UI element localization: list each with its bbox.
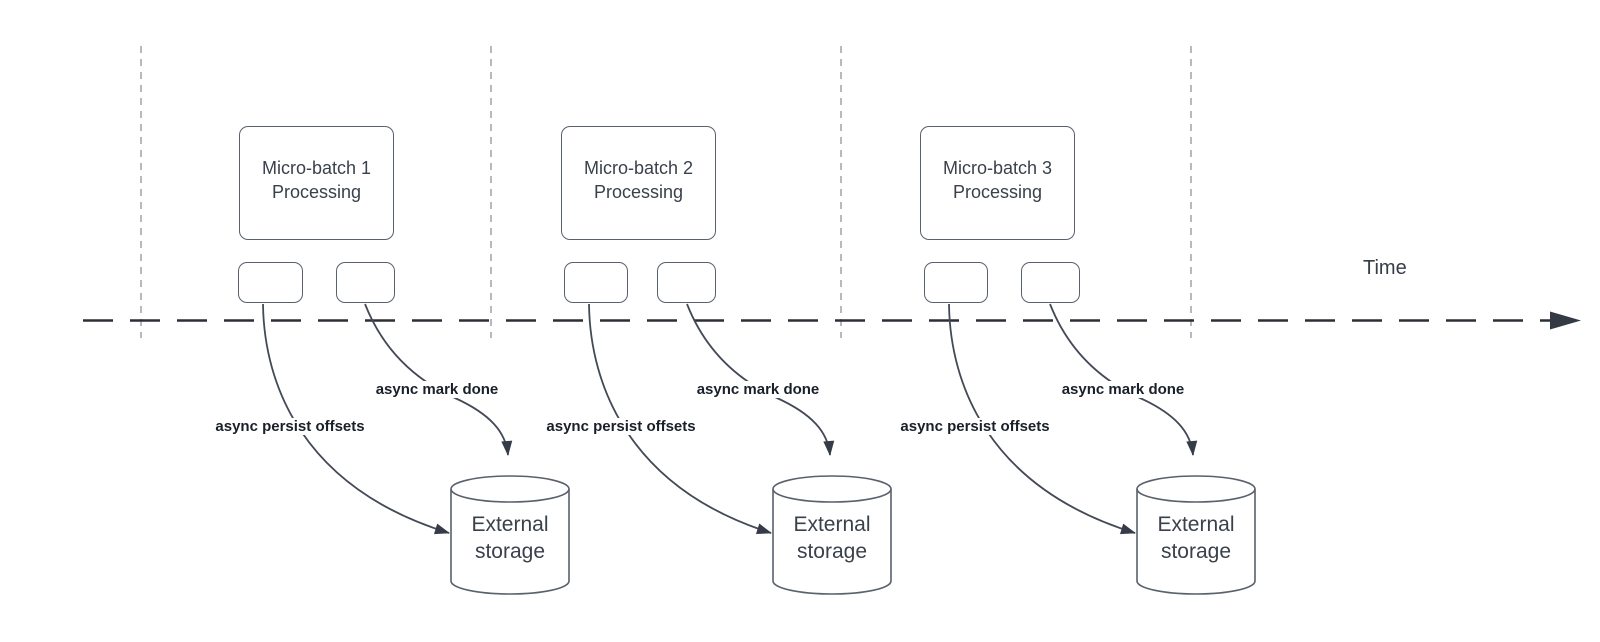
batch-box-label-line2: Processing [593, 182, 684, 202]
timeline-arrowhead-icon [1550, 311, 1581, 330]
storage-label-line1: External [793, 513, 871, 536]
storage-cylinder-top [1136, 488, 1256, 503]
storage-cylinder-2 [772, 475, 892, 595]
storage-label-line2: storage [796, 540, 868, 563]
mark-done-label-2: async mark done [693, 381, 823, 398]
storage-label-line1: External [471, 513, 549, 536]
batch-box-label-line2: Processing [271, 182, 362, 202]
mark-done-label-1: async mark done [372, 381, 502, 398]
mark-done-task-box-2 [657, 262, 716, 303]
storage-cylinder-body [450, 475, 570, 595]
storage-label-2: External storage [772, 511, 892, 565]
storage-cylinder-body [772, 475, 892, 595]
storage-cylinder-3 [1136, 475, 1256, 595]
storage-cylinder-body [1136, 475, 1256, 595]
mark-done-arrow-2 [686, 303, 835, 456]
persist-offsets-label-3: async persist offsets [897, 418, 1053, 435]
storage-label-3: External storage [1136, 511, 1256, 565]
mark-done-task-box-3 [1021, 262, 1080, 303]
micro-batch-box-1: Micro-batch 1 Processing [239, 126, 394, 240]
batch-box-label-line1: Micro-batch 2 [583, 158, 694, 178]
mark-done-label-3: async mark done [1058, 381, 1188, 398]
batch-box-label-line1: Micro-batch 1 [261, 158, 372, 178]
time-label: Time [1363, 257, 1407, 279]
persist-offsets-task-box-1 [238, 262, 303, 303]
storage-label-line2: storage [474, 540, 546, 563]
storage-label-1: External storage [450, 511, 570, 565]
storage-cylinder-top [772, 488, 892, 503]
micro-batch-box-3: Micro-batch 3 Processing [920, 126, 1075, 240]
batch-box-label-line2: Processing [952, 182, 1043, 202]
storage-cylinder-1 [450, 475, 570, 595]
persist-offsets-label-2: async persist offsets [543, 418, 699, 435]
persist-offsets-label-1: async persist offsets [212, 418, 368, 435]
persist-offsets-task-box-2 [564, 262, 628, 303]
storage-label-line2: storage [1160, 540, 1232, 563]
persist-offsets-task-box-3 [924, 262, 988, 303]
mark-done-arrow-1 [364, 303, 513, 456]
storage-cylinder-top [450, 488, 570, 503]
batch-box-label-line1: Micro-batch 3 [942, 158, 1053, 178]
micro-batch-box-2: Micro-batch 2 Processing [561, 126, 716, 240]
mark-done-arrow-3 [1049, 303, 1198, 456]
mark-done-task-box-1 [336, 262, 395, 303]
storage-label-line1: External [1157, 513, 1235, 536]
